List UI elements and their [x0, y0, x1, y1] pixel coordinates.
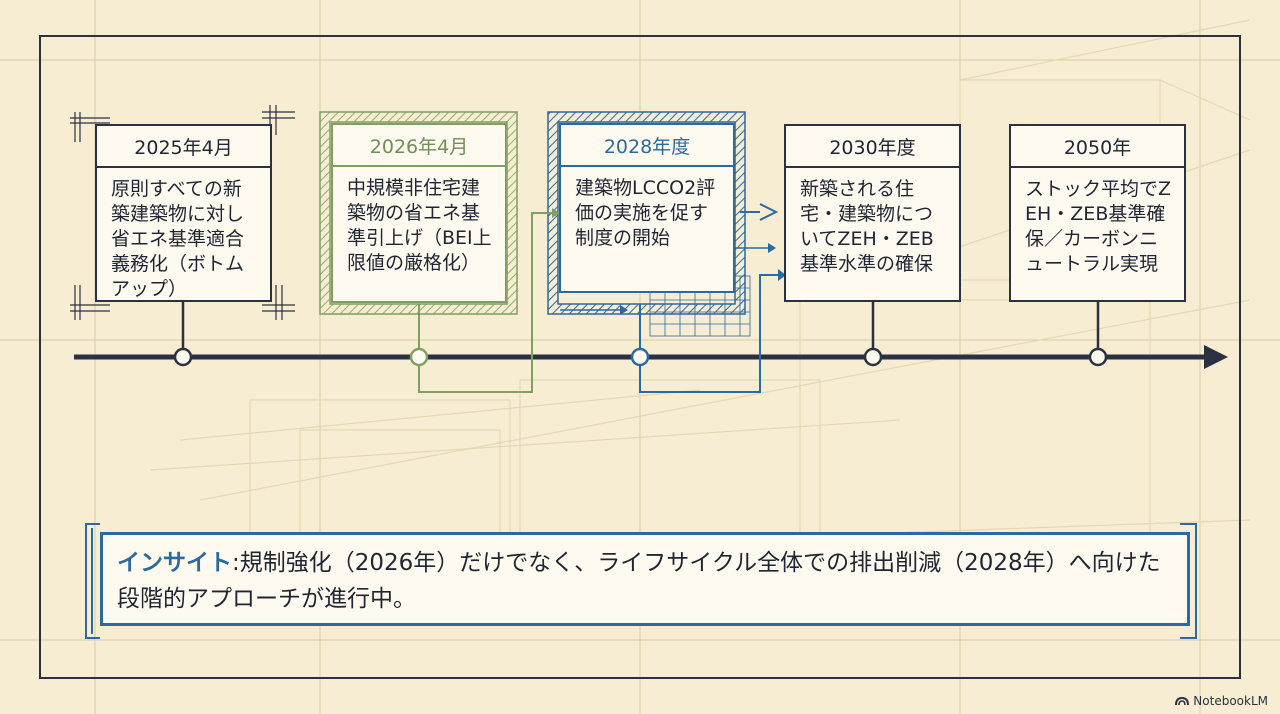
milestone-date: 2030年度	[786, 126, 959, 168]
milestone-description: 新築される住宅・建築物についてZEH・ZEB基準水準の確保	[800, 178, 934, 275]
insight-label: インサイト	[117, 550, 232, 576]
milestone-card-2028: 2028年度 建築物LCCO2評価の実施を促す制度の開始	[559, 123, 735, 293]
milestone-date: 2050年	[1011, 126, 1184, 168]
milestone-description: 原則すべての新築建築物に対し省エネ基準適合義務化（ボトムアップ）	[111, 178, 245, 300]
milestone-card-2030: 2030年度 新築される住宅・建築物についてZEH・ZEB基準水準の確保	[784, 124, 961, 302]
timeline-node	[1088, 347, 1108, 367]
milestone-card-2050: 2050年 ストック平均でZEH・ZEB基準確保／カーボンニュートラル実現	[1009, 124, 1186, 302]
notebooklm-logo-icon	[1175, 696, 1190, 706]
insight-text: :規制強化（2026年）だけでなく、ライフサイクル全体での排出削減（2028年）…	[117, 550, 1161, 612]
brand-watermark: NotebookLM	[1175, 694, 1268, 708]
insight-box: インサイト:規制強化（2026年）だけでなく、ライフサイクル全体での排出削減（2…	[100, 532, 1190, 626]
milestone-card-2026: 2026年4月 中規模非住宅建築物の省エネ基準引上げ（BEI上限値の厳格化）	[331, 123, 507, 303]
milestone-date: 2028年度	[561, 125, 733, 167]
timeline-node	[173, 347, 193, 367]
milestone-card-2025: 2025年4月 原則すべての新築建築物に対し省エネ基準適合義務化（ボトムアップ）	[95, 124, 272, 302]
milestone-description: 中規模非住宅建築物の省エネ基準引上げ（BEI上限値の厳格化）	[347, 177, 492, 274]
timeline-node	[409, 347, 429, 367]
brand-label: NotebookLM	[1193, 694, 1268, 708]
milestone-description: ストック平均でZEH・ZEB基準確保／カーボンニュートラル実現	[1025, 178, 1172, 275]
milestone-date: 2025年4月	[97, 126, 270, 168]
timeline-node	[630, 347, 650, 367]
timeline-node	[863, 347, 883, 367]
milestone-date: 2026年4月	[333, 125, 505, 167]
milestone-description: 建築物LCCO2評価の実施を促す制度の開始	[575, 177, 716, 249]
